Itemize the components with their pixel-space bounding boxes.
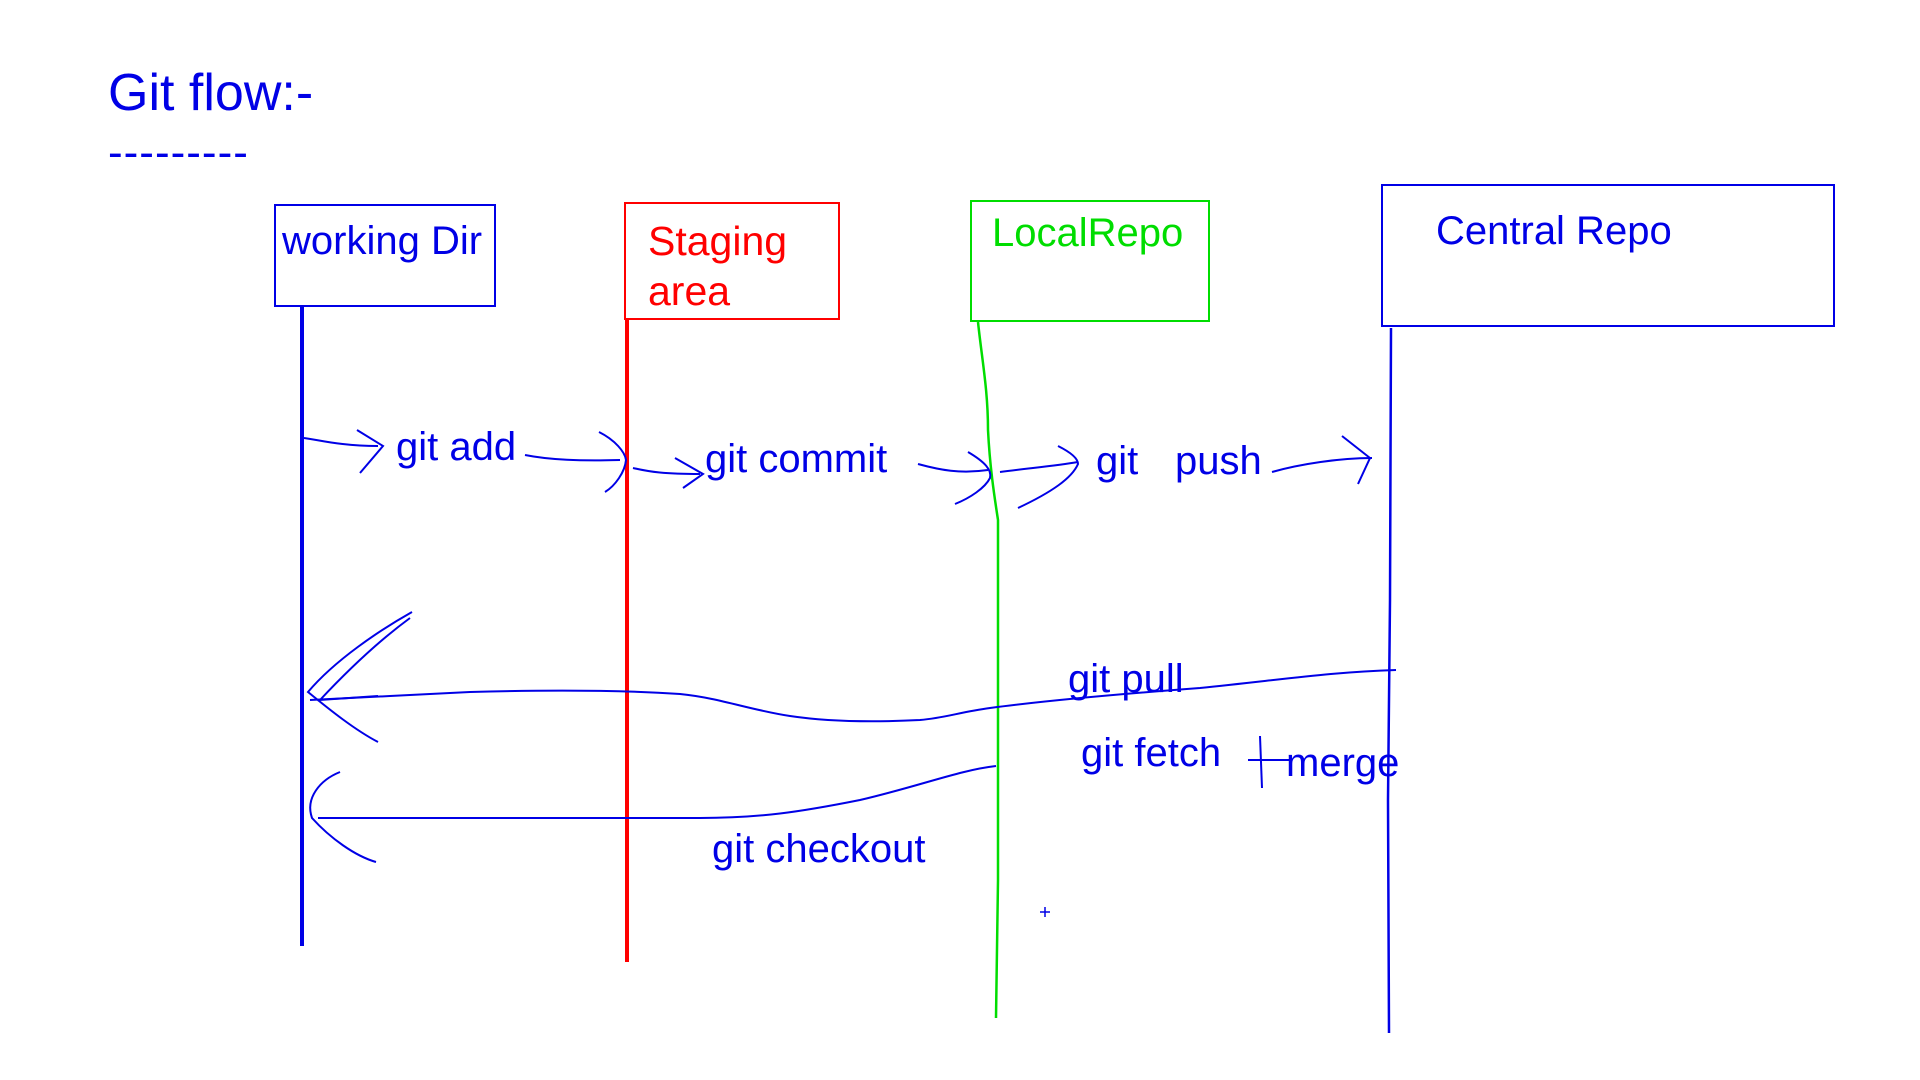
git-push-arrow-head-1 — [1017, 445, 1080, 509]
git-fetch-label: git fetch — [1081, 731, 1222, 775]
staging-area-label-line1: Staging — [648, 218, 788, 264]
git-add-arrow-shaft — [524, 454, 621, 462]
git-add-arrow-tail — [303, 437, 379, 447]
local-repo-lifeline — [976, 321, 1000, 1019]
merge-label: merge — [1286, 741, 1400, 785]
git-commit-arrow-head-1 — [674, 457, 705, 489]
staging-area-label-line2: area — [648, 268, 731, 314]
git-add-arrow-head-2 — [598, 431, 628, 493]
git-checkout-arrow-shaft — [318, 765, 997, 820]
git-push-arrow-head-2 — [1341, 435, 1372, 485]
git-commit-label: git commit — [705, 437, 888, 481]
git-pull-arrow-shaft — [309, 669, 1397, 723]
git-pull-arrow-head-inner — [317, 617, 411, 702]
git-commit-arrow-shaft — [917, 463, 989, 473]
git-checkout-label: git checkout — [712, 827, 926, 871]
git-pull-label: git pull — [1068, 657, 1184, 701]
git-push-arrow-tail — [999, 461, 1079, 473]
git-push-label-2: push — [1175, 439, 1262, 483]
local-repo-label: LocalRepo — [992, 211, 1184, 255]
git-push-label-1: git — [1096, 439, 1139, 483]
working-dir-box — [274, 204, 496, 307]
git-add-label: git add — [396, 425, 517, 469]
central-repo-box — [1381, 184, 1835, 327]
title-underline: --------- — [108, 128, 249, 177]
plus-sign-vertical — [1259, 735, 1263, 789]
git-checkout-arrow-head — [309, 771, 377, 863]
git-add-arrow-head-1 — [356, 429, 385, 474]
staging-area-box — [624, 202, 840, 320]
page-title: Git flow:- — [108, 64, 314, 122]
git-commit-arrow-head-2 — [954, 451, 992, 505]
git-pull-arrow-head — [306, 611, 413, 743]
cursor-marker — [1040, 907, 1050, 917]
local-repo-box — [970, 200, 1210, 322]
git-commit-arrow-tail — [632, 467, 701, 475]
central-repo-label: Central Repo — [1436, 209, 1672, 253]
working-dir-label: working Dir — [282, 219, 483, 263]
central-repo-lifeline — [1386, 327, 1393, 1034]
git-push-arrow-shaft — [1271, 457, 1373, 473]
